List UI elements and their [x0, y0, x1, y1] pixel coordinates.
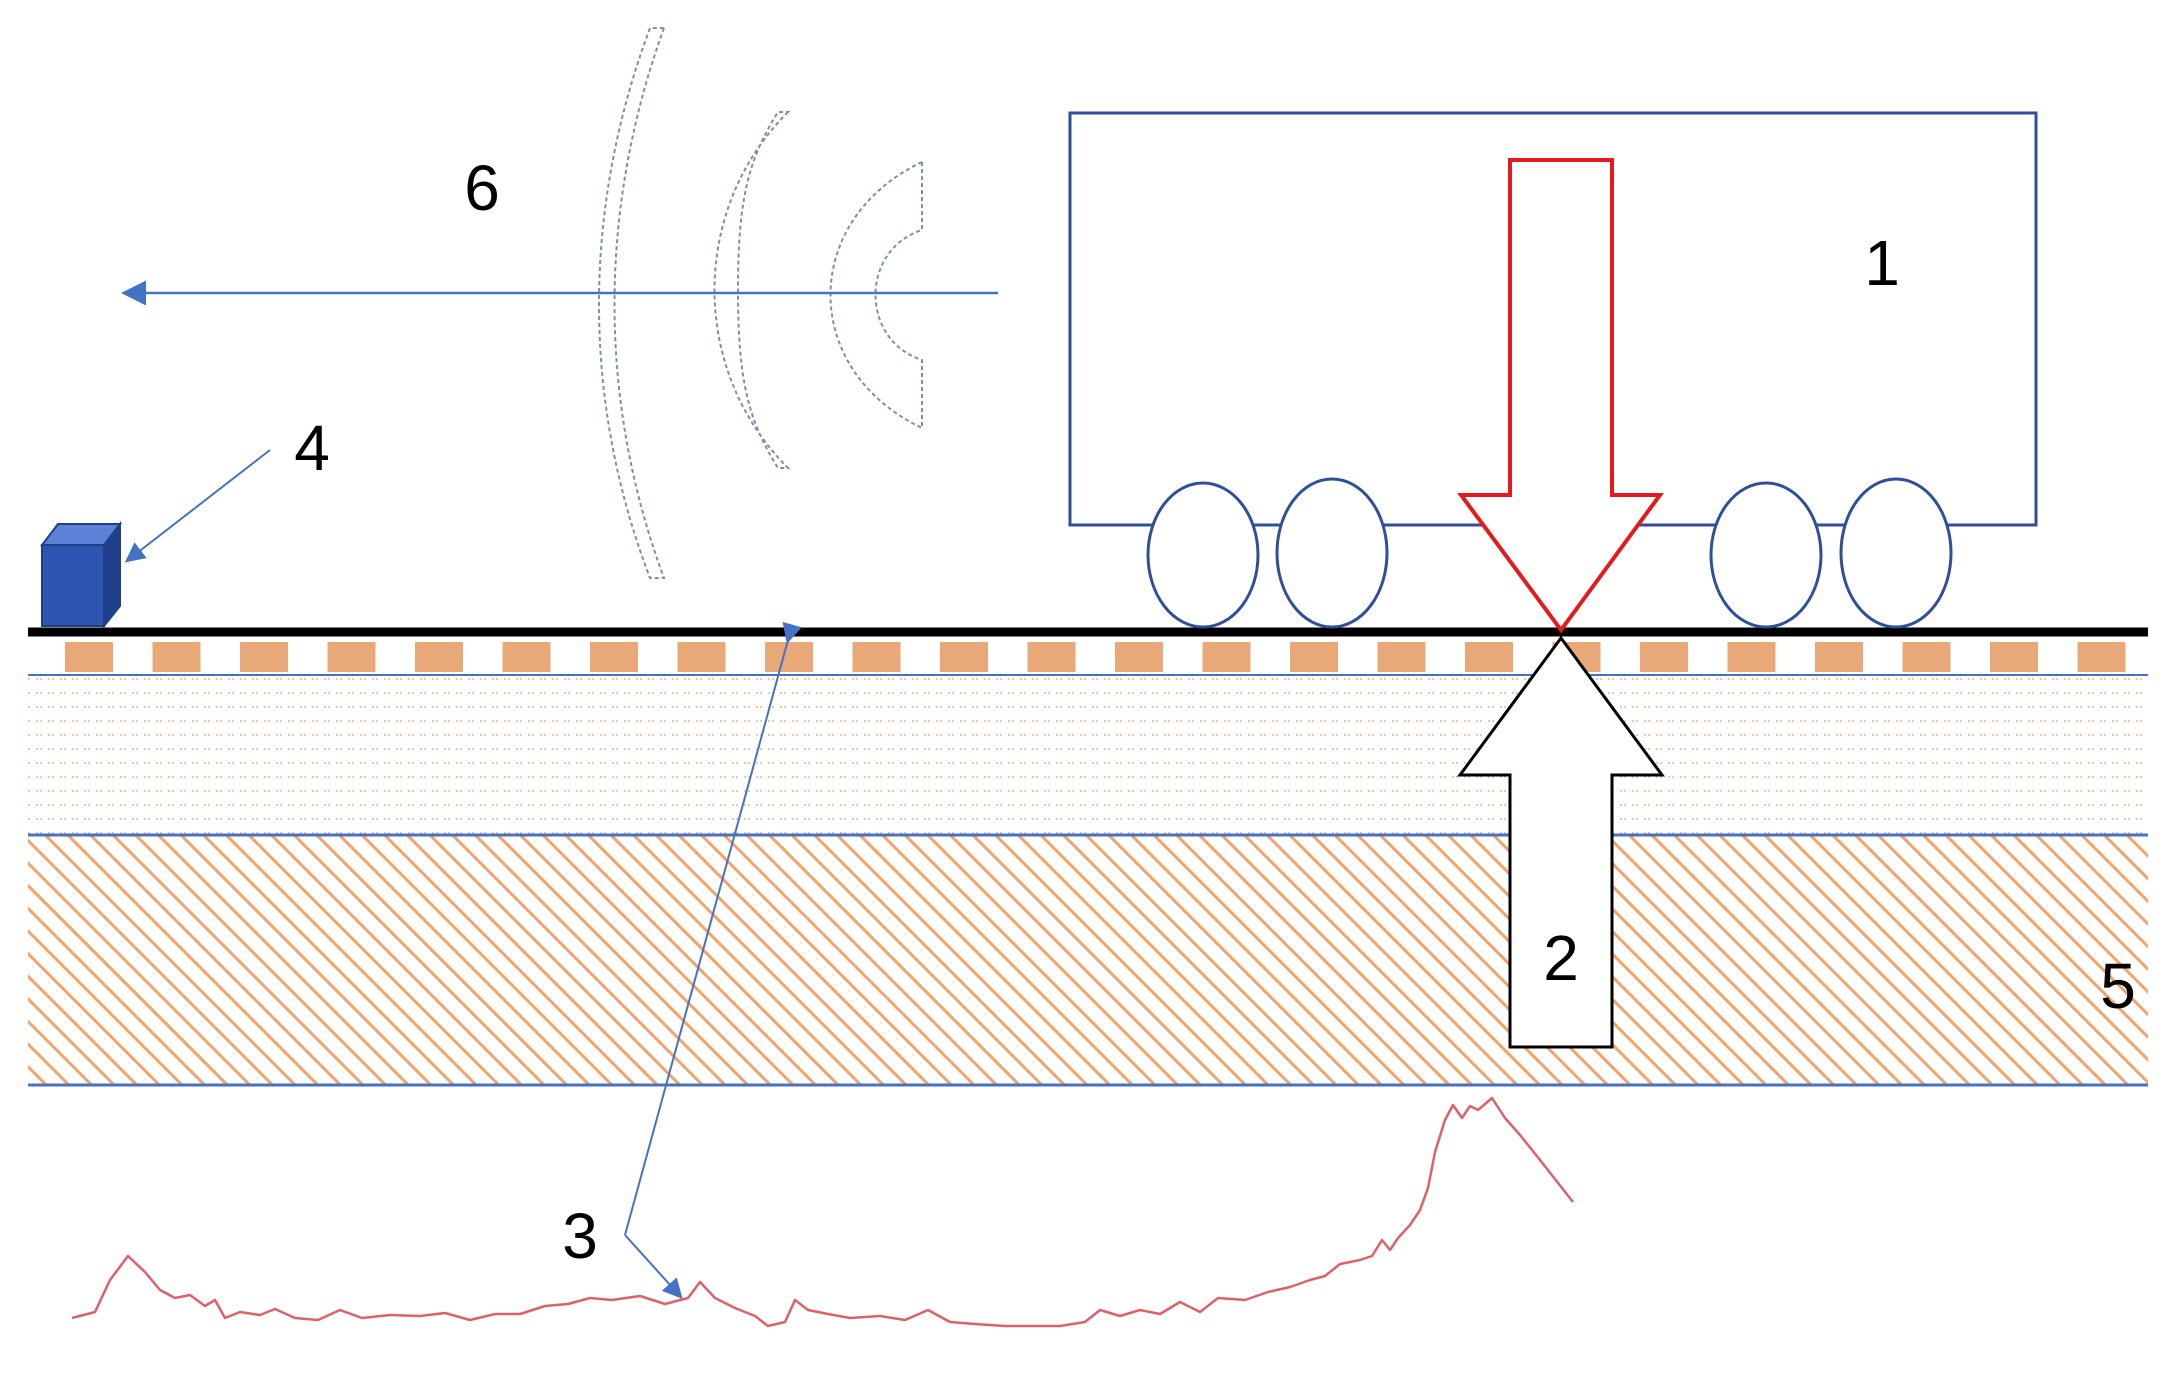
- sleeper: [1115, 642, 1163, 672]
- sleeper: [590, 642, 638, 672]
- sleeper: [677, 642, 726, 672]
- sleeper: [327, 642, 376, 672]
- sleeper: [1815, 642, 1863, 672]
- wheel: [1275, 477, 1389, 629]
- signal-pointer-line: [624, 621, 802, 1236]
- wheel: [1709, 481, 1823, 629]
- label-4: 4: [294, 412, 330, 484]
- down-arrow-icon: [1457, 158, 1664, 634]
- sleeper: [1202, 642, 1251, 672]
- label-3: 3: [562, 1200, 598, 1272]
- sleeper: [852, 642, 901, 672]
- ground-layers: [28, 674, 2148, 1087]
- ballast-layer: [28, 675, 2148, 835]
- label-1: 1: [1864, 227, 1900, 299]
- sleeper: [765, 642, 813, 672]
- sleepers: [65, 642, 2126, 672]
- sleeper: [1027, 642, 1076, 672]
- sleeper: [2077, 642, 2126, 672]
- sleeper: [502, 642, 551, 672]
- wheel: [1146, 481, 1260, 629]
- signal-pointer-arrow: [624, 1234, 683, 1299]
- sleeper: [1902, 642, 1951, 672]
- sleeper: [152, 642, 201, 672]
- sound-wave-icon: [598, 27, 923, 579]
- wheel: [1839, 477, 1953, 629]
- sleeper: [1727, 642, 1776, 672]
- sensor-pointer-arrow: [124, 449, 271, 563]
- up-arrow-icon: [1457, 635, 1665, 1049]
- label-6: 6: [464, 152, 500, 224]
- sleeper: [65, 642, 113, 672]
- sleeper: [940, 642, 988, 672]
- label-2: 2: [1543, 922, 1579, 994]
- soil-layer: [28, 835, 2148, 1085]
- sleeper: [1990, 642, 2038, 672]
- sleeper: [1640, 642, 1688, 672]
- sleeper: [240, 642, 288, 672]
- vibration-signal-trace: [71, 1096, 1574, 1328]
- sleeper: [1290, 642, 1338, 672]
- sleeper: [1377, 642, 1426, 672]
- sleeper: [415, 642, 463, 672]
- sleeper: [1465, 642, 1513, 672]
- label-5: 5: [2100, 950, 2136, 1022]
- cube-icon: [39, 521, 123, 629]
